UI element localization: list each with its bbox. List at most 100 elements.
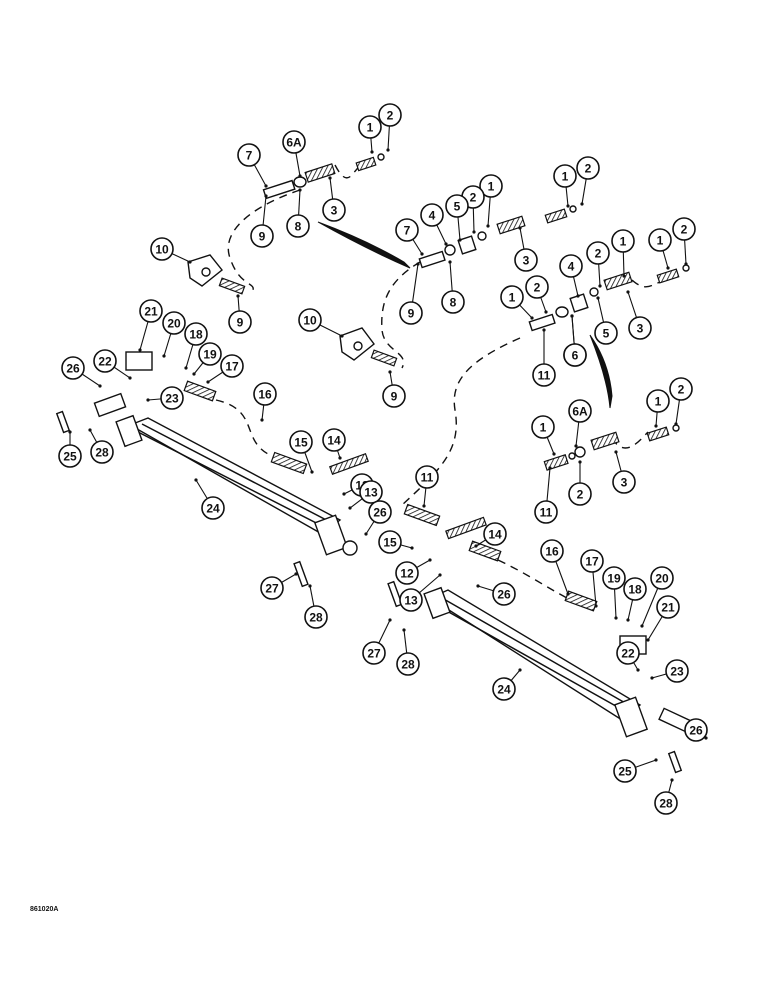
hose-long-middle	[401, 337, 521, 506]
callout-circle	[322, 198, 346, 222]
hose-upper-left	[227, 189, 301, 293]
callout-c9d: 9	[382, 384, 406, 408]
callout-c15a: 15	[289, 430, 313, 454]
callout-number: 11	[421, 471, 434, 485]
callout-number: 26	[373, 506, 387, 520]
fitting-group-center-right	[528, 264, 690, 332]
leader-tip-c17b	[594, 604, 598, 608]
callout-circle	[665, 659, 689, 683]
callout-c2a: 2	[378, 103, 402, 127]
callout-c25b: 25	[613, 759, 637, 783]
callout-circle	[253, 382, 277, 406]
callout-circle	[198, 342, 222, 366]
callout-number: 11	[540, 506, 553, 520]
callout-c9c: 9	[399, 301, 423, 325]
callout-number: 1	[562, 170, 569, 184]
callout-number: 18	[628, 583, 642, 597]
callout-c24a: 24	[201, 496, 225, 520]
callout-c23a: 23	[160, 386, 184, 410]
callout-number: 28	[95, 446, 109, 460]
callout-number: 5	[454, 200, 461, 214]
callout-c6b: 6	[563, 343, 587, 367]
callout-c2d: 2	[586, 241, 610, 265]
leader-tip-c27a	[294, 572, 298, 576]
callout-circle	[368, 500, 392, 524]
leader-tip-c24a	[194, 478, 198, 482]
callout-c13a: 13	[359, 480, 383, 504]
callout-number: 13	[404, 594, 418, 608]
callout-number: 10	[303, 314, 317, 328]
leader-tip-c22a	[128, 376, 132, 380]
callout-c2c: 2	[576, 156, 600, 180]
callout-circle	[492, 582, 516, 606]
callout-circle	[479, 174, 503, 198]
callout-number: 21	[661, 601, 675, 615]
callout-c14b: 14	[483, 522, 507, 546]
leader-tip-c24b	[518, 668, 522, 672]
swoosh-arrow-upper	[317, 221, 411, 269]
callout-c3d: 3	[612, 470, 636, 494]
callout-c22b: 22	[616, 641, 640, 665]
callout-c26a: 26	[61, 356, 85, 380]
leader-tip-c14b	[474, 544, 478, 548]
leader-tip-c2f	[684, 262, 688, 266]
callout-number: 26	[689, 724, 703, 738]
callout-number: 25	[618, 765, 632, 779]
callout-c20b: 20	[650, 566, 674, 590]
valve-block-center	[339, 327, 398, 367]
callout-number: 7	[404, 224, 411, 238]
leader-tip-c8b	[448, 260, 452, 264]
leader-tip-c2a	[386, 148, 390, 152]
leader-tip-c14a	[338, 456, 342, 460]
callouts: 126A739810912547312124216891235109116212…	[58, 103, 708, 815]
callout-number: 4	[429, 209, 436, 223]
callout-number: 19	[607, 572, 621, 586]
leader-tip-c15b	[410, 546, 414, 550]
callout-circle	[553, 164, 577, 188]
swoosh-arrow-right	[589, 334, 613, 409]
callout-circle	[568, 399, 592, 423]
callout-number: 2	[681, 223, 688, 237]
callout-number: 1	[655, 395, 662, 409]
callout-number: 24	[497, 683, 511, 697]
callout-circle	[594, 321, 618, 345]
callout-number: 1	[367, 121, 374, 135]
callout-circle	[525, 275, 549, 299]
callout-c7b: 7	[395, 218, 419, 242]
leader-tip-c20a	[162, 354, 166, 358]
callout-circle	[322, 428, 346, 452]
callout-number: 1	[620, 235, 627, 249]
callout-circle	[93, 349, 117, 373]
leader-tip-c2e	[544, 310, 548, 314]
leader-tip-c25a	[68, 430, 72, 434]
leader-tip-c4a	[444, 242, 448, 246]
leader-tip-c2c	[580, 202, 584, 206]
leader-tip-c6Ab	[574, 444, 578, 448]
leader-tip-c9c	[416, 262, 420, 266]
callout-number: 28	[401, 658, 415, 672]
leader-tip-c13a	[348, 506, 352, 510]
leader-tip-c28a	[88, 428, 92, 432]
leader-tip-c9b	[236, 294, 240, 298]
callout-c25a: 25	[58, 444, 82, 468]
leader-tip-c28b	[308, 584, 312, 588]
callout-number: 2	[585, 162, 592, 176]
callout-circle	[483, 522, 507, 546]
callout-circle	[611, 229, 635, 253]
callout-number: 9	[259, 230, 266, 244]
callout-number: 28	[309, 611, 323, 625]
callout-number: 27	[265, 582, 279, 596]
callout-number: 21	[144, 305, 158, 319]
callout-circle	[378, 530, 402, 554]
callout-c1a: 1	[358, 115, 382, 139]
callout-c3b: 3	[514, 248, 538, 272]
leader-tip-c10b	[340, 334, 344, 338]
callout-circle	[220, 354, 244, 378]
callout-number: 2	[595, 247, 602, 261]
callout-circle	[359, 480, 383, 504]
callout-c23b: 23	[665, 659, 689, 683]
callout-circle	[492, 677, 516, 701]
callout-circle	[669, 377, 693, 401]
callout-circle	[415, 465, 439, 489]
leader-tip-c6b	[570, 314, 574, 318]
